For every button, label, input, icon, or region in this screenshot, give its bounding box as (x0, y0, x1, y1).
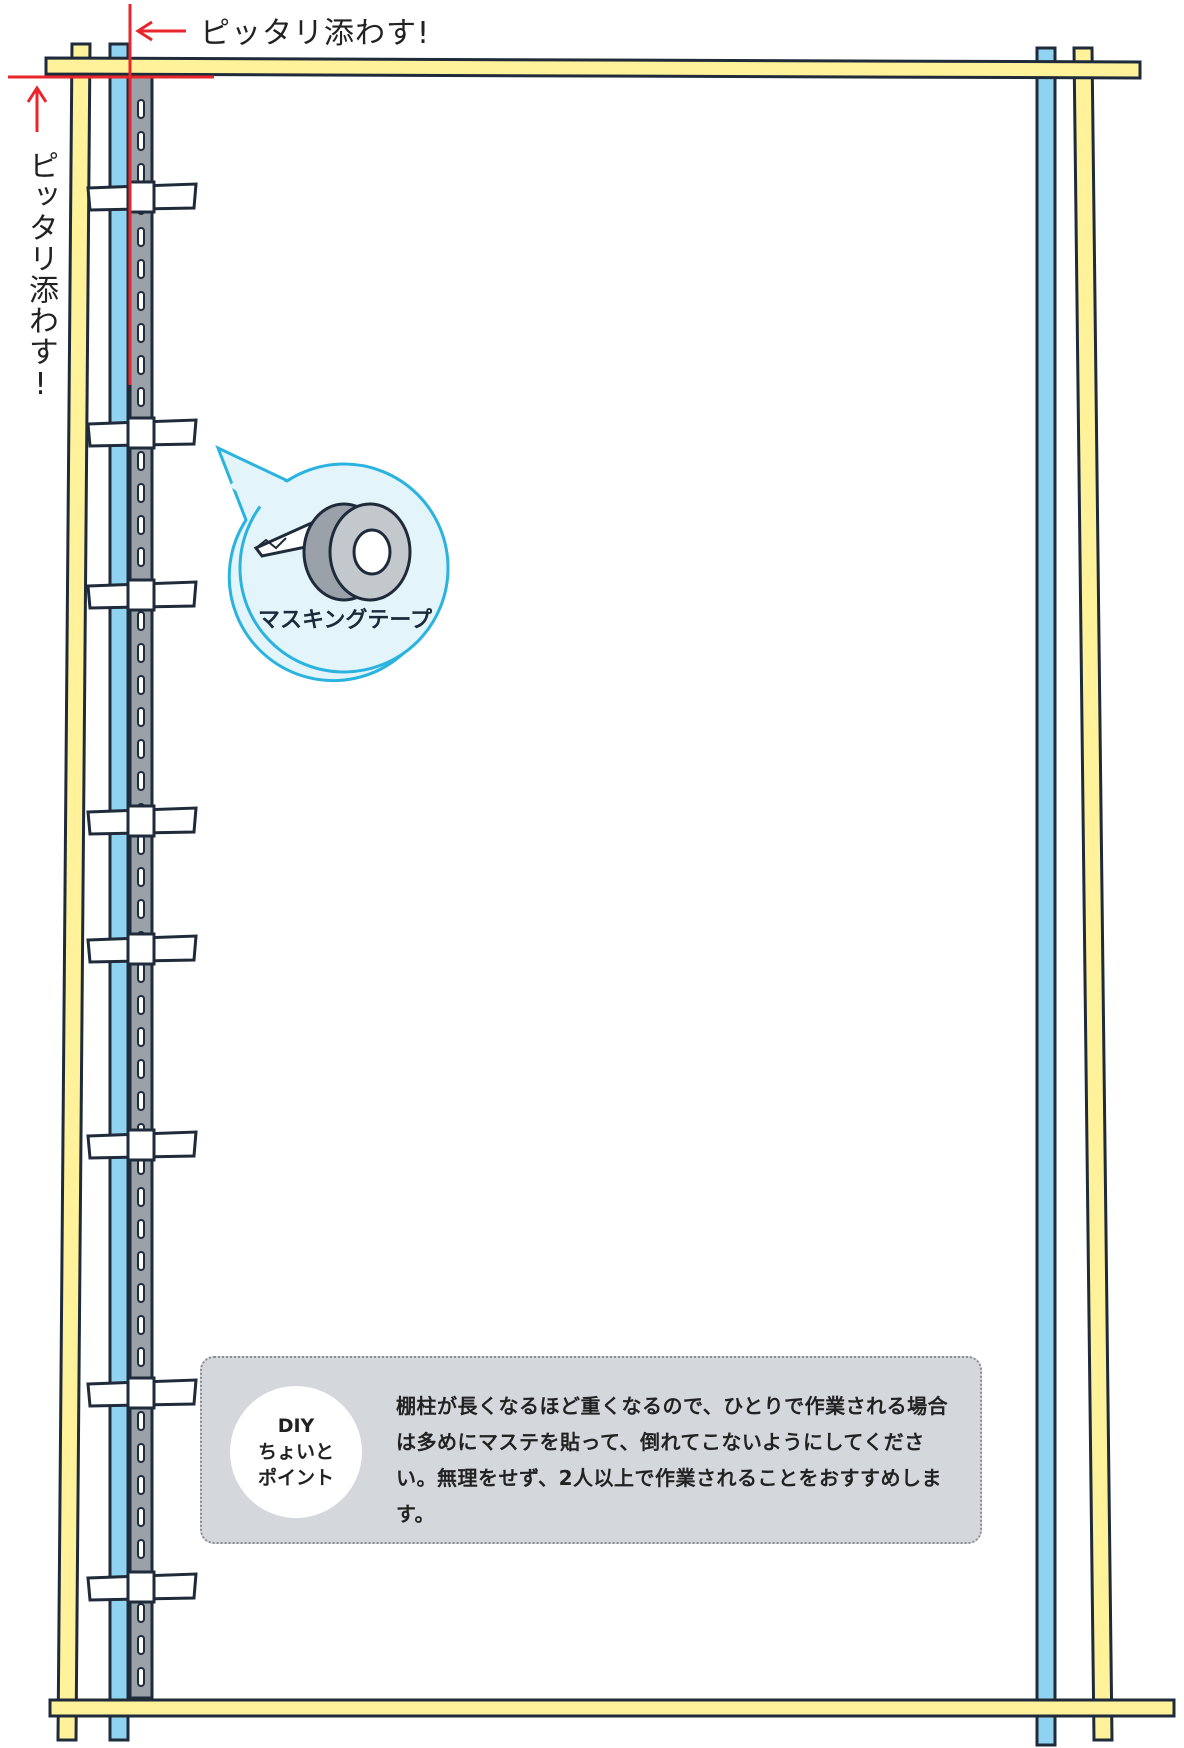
rail-slot (137, 259, 145, 279)
tip-box: DIY ちょいと ポイント 棚柱が長くなるほど重くなるので、ひとりで作業される場… (200, 1356, 982, 1544)
masking-tape-roll-icon (253, 502, 412, 602)
rail-slot (137, 1411, 145, 1431)
callout-side-text: ピッタリ添わす! (23, 150, 58, 403)
rail-slot (137, 1603, 145, 1623)
rail-slot (137, 611, 145, 631)
rail-slot (137, 1091, 145, 1111)
rail-slot (137, 99, 145, 119)
rail-slot (137, 515, 145, 535)
right-blue-stud (1035, 46, 1057, 1747)
masking-tape-strip (86, 1128, 198, 1162)
rail-slot (137, 1251, 145, 1271)
arrow-icon (26, 85, 48, 132)
tip-badge-line1: DIY (277, 1415, 315, 1437)
rail-slot (137, 1635, 145, 1655)
rail-slot (137, 739, 145, 759)
rail-slot (137, 355, 145, 375)
rail-slot (137, 291, 145, 311)
rail-slot (137, 1347, 145, 1367)
masking-tape-strip (86, 804, 198, 838)
masking-tape-strip (86, 932, 198, 966)
rail-slot (137, 1475, 145, 1495)
rail-slot (137, 1059, 145, 1079)
rail-slot (137, 899, 145, 919)
rail-slot (137, 163, 145, 183)
rail-slot (137, 1539, 145, 1559)
rail-slot (137, 131, 145, 151)
rail-slot (137, 387, 145, 407)
tape-strips (86, 180, 198, 1604)
callout-top-text: ピッタリ添わす! (200, 16, 431, 51)
left-blue-stud (108, 42, 130, 1742)
tape-label: マスキングテープ (257, 608, 433, 633)
rail-slot (137, 1027, 145, 1047)
rail-slot (137, 227, 145, 247)
rail-slot (137, 835, 145, 855)
rail-slot (137, 483, 145, 503)
rail-slot (137, 1219, 145, 1239)
rail-slot (137, 1443, 145, 1463)
tip-badge-line3: ポイント (257, 1467, 334, 1489)
rail-slot (137, 547, 145, 567)
arrow-icon (135, 20, 186, 42)
tip-badge: DIY ちょいと ポイント (230, 1386, 362, 1518)
rail-slot (137, 771, 145, 791)
rail-slot (137, 643, 145, 663)
rail-slot (137, 451, 145, 471)
rail-slot (137, 1283, 145, 1303)
masking-tape-strip (86, 578, 198, 612)
masking-tape-strip (86, 1376, 198, 1410)
rail-slot (137, 1315, 145, 1335)
tip-badge-line2: ちょいと (257, 1441, 334, 1463)
rail-slot (137, 323, 145, 343)
top-yellow-beam (44, 56, 1142, 80)
masking-tape-strip (86, 1570, 198, 1604)
rail-slot (137, 707, 145, 727)
tip-text: 棚柱が長くなるほど重くなるので、ひとりで作業される場合は多めにマステを貼って、倒… (396, 1394, 949, 1526)
rail-slot (137, 1507, 145, 1527)
rail-slot (137, 963, 145, 983)
rail-slot (137, 675, 145, 695)
left-yellow-stud (56, 42, 92, 1742)
rail-slot (137, 1187, 145, 1207)
rail-slot (137, 867, 145, 887)
right-yellow-stud (1072, 46, 1114, 1742)
bottom-yellow-beam (48, 1698, 1176, 1718)
masking-tape-strip (86, 416, 198, 450)
rail-slot (137, 1667, 145, 1687)
rail-slot (137, 995, 145, 1015)
masking-tape-strip (86, 180, 198, 214)
